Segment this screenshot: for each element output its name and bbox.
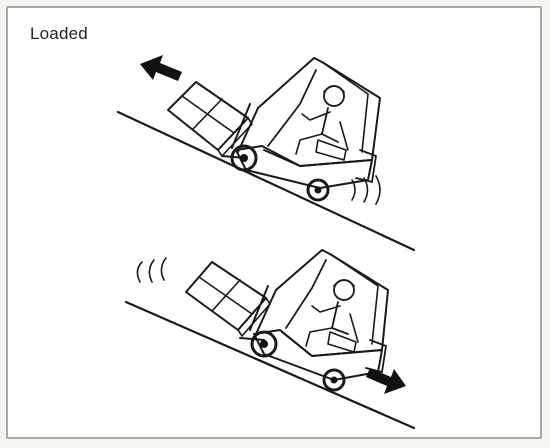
arrow-left-icon [140, 55, 182, 81]
arrow-right-icon [366, 368, 406, 394]
forklift-body [254, 314, 386, 380]
pallet-load [168, 82, 252, 156]
wheel-rear [324, 370, 344, 390]
wheel-rear [308, 180, 328, 200]
pallet-load [186, 262, 270, 336]
motion-lines [352, 176, 380, 204]
scene-forward-uphill [118, 55, 414, 250]
motion-lines [137, 258, 166, 282]
slope-line-bottom [126, 302, 414, 428]
scene-reverse-downhill [126, 250, 414, 428]
